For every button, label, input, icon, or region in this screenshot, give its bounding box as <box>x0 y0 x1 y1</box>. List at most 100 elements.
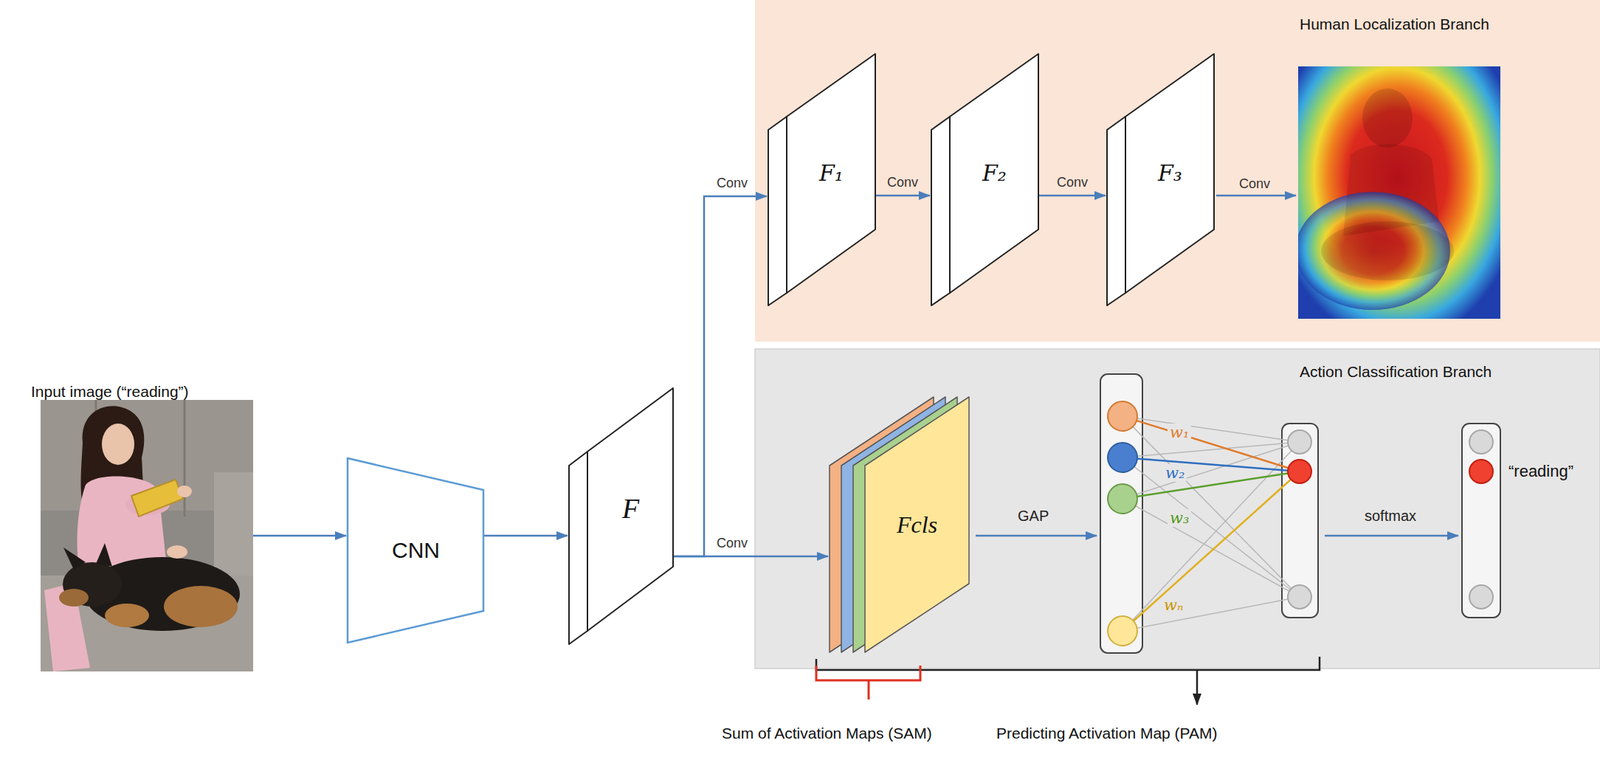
input-photo <box>59 588 89 607</box>
weight-line <box>1122 416 1300 443</box>
weight-line <box>1122 498 1300 598</box>
pam-bracket <box>1196 670 1199 705</box>
annotation-label: Sum of Activation Maps (SAM) <box>721 724 933 743</box>
input-image-frame: Input image (“reading”) <box>30 380 254 672</box>
input-photo <box>95 543 113 567</box>
op-label: softmax <box>1364 507 1417 525</box>
neuron-column <box>1100 374 1143 654</box>
weight-line <box>1122 416 1300 472</box>
input-photo <box>40 400 254 672</box>
class-label: “reading” <box>1508 461 1574 481</box>
edge-label: Conv <box>1056 174 1088 192</box>
slab-side <box>1107 116 1126 306</box>
panel-title: Human Localization Branch <box>1299 14 1490 34</box>
activation-layer <box>864 397 970 653</box>
feature-map: F <box>568 387 674 646</box>
gap-arrow <box>975 535 1097 538</box>
connector <box>253 535 347 538</box>
slab-face <box>587 388 674 631</box>
weight-label: w₃ <box>1167 509 1192 527</box>
op-label: Conv <box>1239 176 1271 192</box>
feature-label: Fcls <box>896 510 938 539</box>
sam-bracket <box>867 680 871 700</box>
softmax-arrow <box>1324 535 1459 538</box>
neuron-circle <box>1107 401 1138 431</box>
feature-label: F₁ <box>819 160 844 187</box>
slab-side <box>931 116 950 306</box>
cnn-label: CNN <box>391 537 440 564</box>
class-feature-stack: Fcls <box>828 396 970 654</box>
input-photo <box>40 400 254 672</box>
connector <box>876 194 930 198</box>
weight-line <box>1122 416 1300 631</box>
feature-label: F₃ <box>1157 160 1183 187</box>
branch-panel: Human Localization BranchF₁ F₂ F₃ <box>754 0 1600 342</box>
feature-map-outline <box>568 387 674 646</box>
neuron-circle <box>1107 442 1138 473</box>
cnn-trapezoid: CNN <box>346 457 485 644</box>
neuron-circle <box>1107 401 1493 646</box>
slab-face <box>949 53 1039 293</box>
connector <box>673 555 829 558</box>
connector <box>484 535 568 538</box>
weight-label: w₂ <box>1163 464 1187 482</box>
pam-bracket <box>816 656 1320 671</box>
slab-side <box>768 116 787 306</box>
panel-ground <box>754 349 1600 669</box>
input-photo <box>104 603 150 628</box>
weight-line <box>1122 597 1300 631</box>
input-photo <box>163 585 238 628</box>
weight-line <box>1122 416 1300 631</box>
heatmap-image <box>1298 66 1501 319</box>
weight-line <box>1122 457 1300 598</box>
neuron-circle <box>1469 430 1493 454</box>
neuron-circle <box>1287 585 1312 609</box>
neuron-column <box>1281 423 1319 618</box>
neuron-circle <box>1107 616 1138 646</box>
neuron-circle <box>1287 430 1312 454</box>
input-photo <box>166 545 188 559</box>
slab-face <box>786 53 876 293</box>
annotation-label: Predicting Activation Map (PAM) <box>996 724 1218 743</box>
input-photo <box>44 583 91 672</box>
panel-grounds <box>754 0 1600 669</box>
input-photo <box>63 547 86 570</box>
neuron-circle <box>1469 459 1493 484</box>
slab-face <box>1125 53 1215 293</box>
edge-label: Conv <box>716 175 748 192</box>
feature-label: F <box>622 492 640 527</box>
connector <box>1039 194 1106 198</box>
op-label: GAP <box>1017 507 1049 525</box>
weight-line <box>1122 416 1300 598</box>
weight-label: w₁ <box>1167 423 1192 442</box>
cnn-outline <box>347 458 484 643</box>
feature-label: F₂ <box>982 160 1007 187</box>
edge-label: Conv <box>887 174 919 192</box>
sam-bracket <box>816 665 921 700</box>
weight-line <box>1122 471 1300 631</box>
connector <box>673 196 767 557</box>
heatmap-image <box>1362 88 1413 148</box>
input-photo <box>101 423 135 465</box>
weight-line <box>1122 442 1300 631</box>
slab-side <box>569 451 588 645</box>
heatmap-image <box>1321 221 1454 281</box>
heatmap-image <box>1298 66 1501 319</box>
pam-bracket <box>816 656 1320 705</box>
neuron-circle <box>1107 484 1138 514</box>
neuron-column <box>1100 374 1501 654</box>
sam-bracket <box>816 665 921 681</box>
weight-line <box>1122 457 1300 472</box>
edge-label: Conv <box>716 535 748 553</box>
feature-map: F₁ <box>767 53 877 307</box>
input-photo <box>131 479 184 517</box>
neuron-circle <box>1469 585 1493 609</box>
neuron-column <box>1461 423 1501 618</box>
weight-label: wₙ <box>1161 596 1186 615</box>
image-heading: Input image (“reading”) <box>30 382 189 401</box>
panel-title: Action Classification Branch <box>1299 362 1492 381</box>
neuron-circle <box>1287 459 1312 484</box>
feature-map: F₂ <box>930 53 1040 307</box>
conv-arrow <box>1216 194 1296 198</box>
